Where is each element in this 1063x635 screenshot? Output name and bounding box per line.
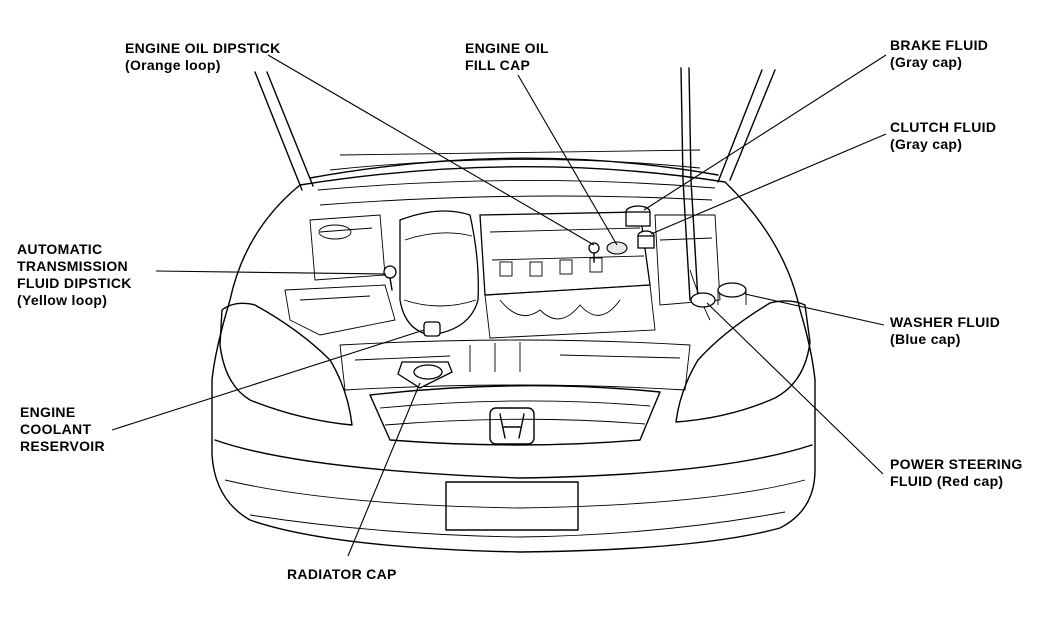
engine-bay: [284, 180, 721, 391]
label-text: CLUTCH FLUID: [890, 119, 997, 135]
label-subtext: (Gray cap): [890, 54, 963, 70]
power-steering-cap-icon: [690, 292, 716, 308]
label-washer-fluid: WASHER FLUID (Blue cap): [890, 314, 1000, 348]
car-body: [211, 149, 816, 553]
label-text: BRAKE FLUID: [890, 37, 989, 53]
grille: [369, 384, 661, 446]
engine-oil-dipstick-loop-icon: [588, 242, 600, 263]
label-engine-oil-fill-cap: ENGINE OIL FILL CAP: [465, 40, 549, 74]
engine-oil-fill-cap-icon: [606, 241, 628, 255]
clutch-fluid-cap-icon: [637, 230, 655, 249]
brake-fluid-cap-icon: [625, 205, 651, 227]
label-text: AUTOMATIC: [17, 241, 103, 257]
label-text: POWER STEERING: [890, 456, 1023, 472]
label-text: ENGINE OIL: [465, 40, 549, 56]
label-atf-dipstick: AUTOMATIC TRANSMISSION FLUID DIPSTICK (Y…: [17, 241, 132, 309]
leader-lines: [111, 54, 887, 557]
radiator-cap-icon: [397, 361, 453, 389]
license-plate: [445, 481, 579, 531]
label-text: FILL CAP: [465, 57, 531, 73]
label-text: FLUID DIPSTICK: [17, 275, 132, 291]
label-text: RADIATOR CAP: [287, 566, 397, 582]
label-text: WASHER FLUID: [890, 314, 1001, 330]
label-engine-oil-dipstick: ENGINE OIL DIPSTICK (Orange loop): [125, 40, 281, 74]
headlights: [219, 300, 811, 426]
label-text: RESERVOIR: [20, 438, 105, 454]
label-subtext: (Gray cap): [890, 136, 963, 152]
label-brake-fluid: BRAKE FLUID (Gray cap): [890, 37, 988, 71]
label-text: COOLANT: [20, 421, 92, 437]
label-power-steering-fluid: POWER STEERING FLUID (Red cap): [890, 456, 1023, 490]
label-subtext: (Blue cap): [890, 331, 961, 347]
label-engine-coolant-reservoir: ENGINE COOLANT RESERVOIR: [20, 404, 105, 455]
honda-h-logo-icon: [489, 407, 535, 445]
label-subtext: (Orange loop): [125, 57, 221, 73]
label-text: FLUID (Red cap): [890, 473, 1004, 489]
washer-fluid-cap-icon: [717, 282, 747, 305]
label-text: TRANSMISSION: [17, 258, 128, 274]
coolant-reservoir-cap-icon: [423, 321, 441, 337]
label-clutch-fluid: CLUTCH FLUID (Gray cap): [890, 119, 996, 153]
label-subtext: (Yellow loop): [17, 292, 108, 308]
label-radiator-cap: RADIATOR CAP: [287, 566, 397, 583]
label-text: ENGINE OIL DIPSTICK: [125, 40, 281, 56]
label-text: ENGINE: [20, 404, 76, 420]
atf-dipstick-loop-icon: [383, 265, 397, 291]
